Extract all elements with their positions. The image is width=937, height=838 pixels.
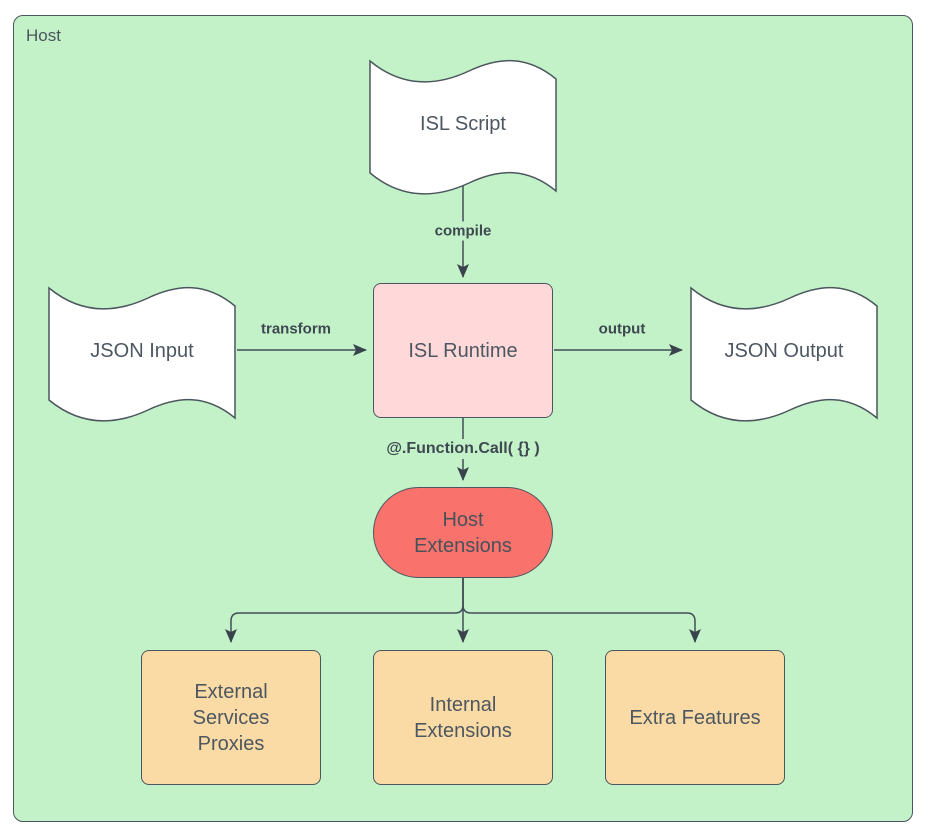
host-container-label: Host — [26, 26, 61, 45]
node-label: ISL Script — [420, 112, 506, 135]
node-label: Host Extensions — [414, 508, 512, 557]
node-host-extensions: Host Extensions — [373, 487, 553, 578]
flag-shape-icon — [48, 286, 236, 422]
node-json-output: JSON Output — [690, 282, 878, 422]
edge-label-transform: transform — [256, 319, 336, 339]
flag-shape-icon — [690, 286, 878, 422]
node-external-services-proxies: External Services Proxies — [141, 650, 321, 785]
node-isl-runtime: ISL Runtime — [373, 283, 553, 418]
node-json-input: JSON Input — [48, 282, 236, 422]
node-label: External Services Proxies — [192, 680, 270, 755]
node-internal-extensions: Internal Extensions — [373, 650, 553, 785]
node-label: Internal Extensions — [414, 693, 512, 742]
node-label: ISL Runtime — [408, 339, 518, 362]
node-extra-features: Extra Features — [605, 650, 785, 785]
edge-label-output: output — [594, 319, 650, 339]
edge-label-compile: compile — [430, 221, 496, 241]
node-label: JSON Output — [724, 339, 844, 362]
node-label: Extra Features — [629, 706, 761, 729]
node-isl-script: ISL Script — [369, 55, 557, 195]
node-label: JSON Input — [90, 339, 194, 362]
edge-label-function-call: @.Function.Call( {} ) — [382, 439, 544, 459]
flag-shape-icon — [369, 59, 557, 195]
